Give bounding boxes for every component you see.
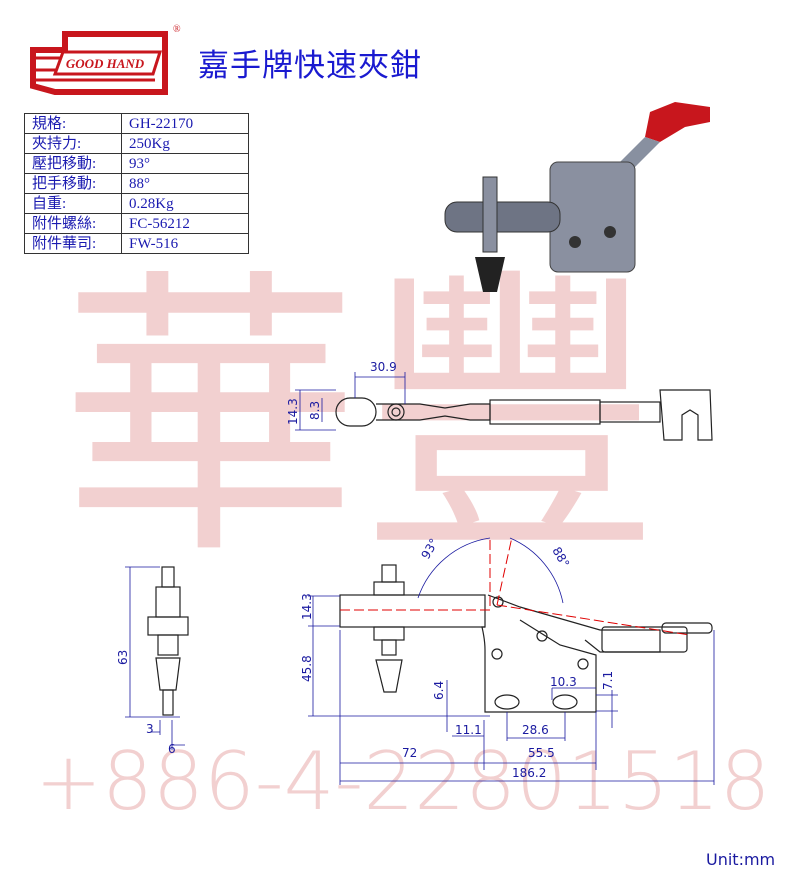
top-view <box>335 389 713 441</box>
dim-7-1: 7.1 <box>601 671 615 690</box>
page-title: 嘉手牌快速夾鉗 <box>198 48 422 84</box>
product-photo <box>444 102 710 292</box>
spec-row: 把手移動:88° <box>24 173 249 194</box>
brand-text: GOOD HAND <box>66 56 145 71</box>
dim-28-6: 28.6 <box>522 723 549 737</box>
svg-text:®: ® <box>173 24 181 35</box>
spec-row: 規格:GH-22170 <box>24 113 249 134</box>
watermark-chars: 華豐 <box>60 245 660 594</box>
spec-row: 附件華司:FW-516 <box>24 233 249 254</box>
front-view <box>339 564 713 713</box>
watermark-phone: +886-4-22801518 <box>35 735 771 828</box>
dimension-lines <box>125 372 715 785</box>
dim-top-h1: 14.3 <box>286 398 300 425</box>
dim-side-d2: 6 <box>168 742 176 756</box>
spec-row: 自重:0.28Kg <box>24 193 249 214</box>
dim-55-5: 55.5 <box>528 746 555 760</box>
dim-11-1: 11.1 <box>455 723 482 737</box>
spec-label: 自重: <box>24 193 122 214</box>
dim-front-h1: 14.3 <box>300 593 314 620</box>
dim-side-d1: 3 <box>146 722 154 736</box>
dim-top-width: 30.9 <box>370 360 397 374</box>
spec-label: 附件華司: <box>24 233 122 254</box>
spec-label: 附件螺絲: <box>24 213 122 234</box>
center-lines <box>340 536 691 636</box>
spec-value: 88° <box>121 173 249 194</box>
dim-angle-93: 93° <box>418 536 441 561</box>
dim-top-h2: 8.3 <box>308 401 322 420</box>
dim-6-4: 6.4 <box>432 681 446 700</box>
spec-value: FW-516 <box>121 233 249 254</box>
spec-row: 夾持力:250Kg <box>24 133 249 154</box>
dim-72: 72 <box>402 746 417 760</box>
spec-value: 0.28Kg <box>121 193 249 214</box>
dim-side-height: 63 <box>116 650 130 665</box>
spec-row: 附件螺絲:FC-56212 <box>24 213 249 234</box>
dim-10-3: 10.3 <box>550 675 577 689</box>
dim-186-2: 186.2 <box>512 766 546 780</box>
dim-angle-88: 88° <box>549 545 572 570</box>
side-view <box>147 566 189 716</box>
dim-front-h2: 45.8 <box>300 655 314 682</box>
unit-label: Unit:mm <box>706 850 776 869</box>
good-hand-logo: GOOD HAND ® <box>30 24 181 95</box>
spec-value: 250Kg <box>121 133 249 154</box>
